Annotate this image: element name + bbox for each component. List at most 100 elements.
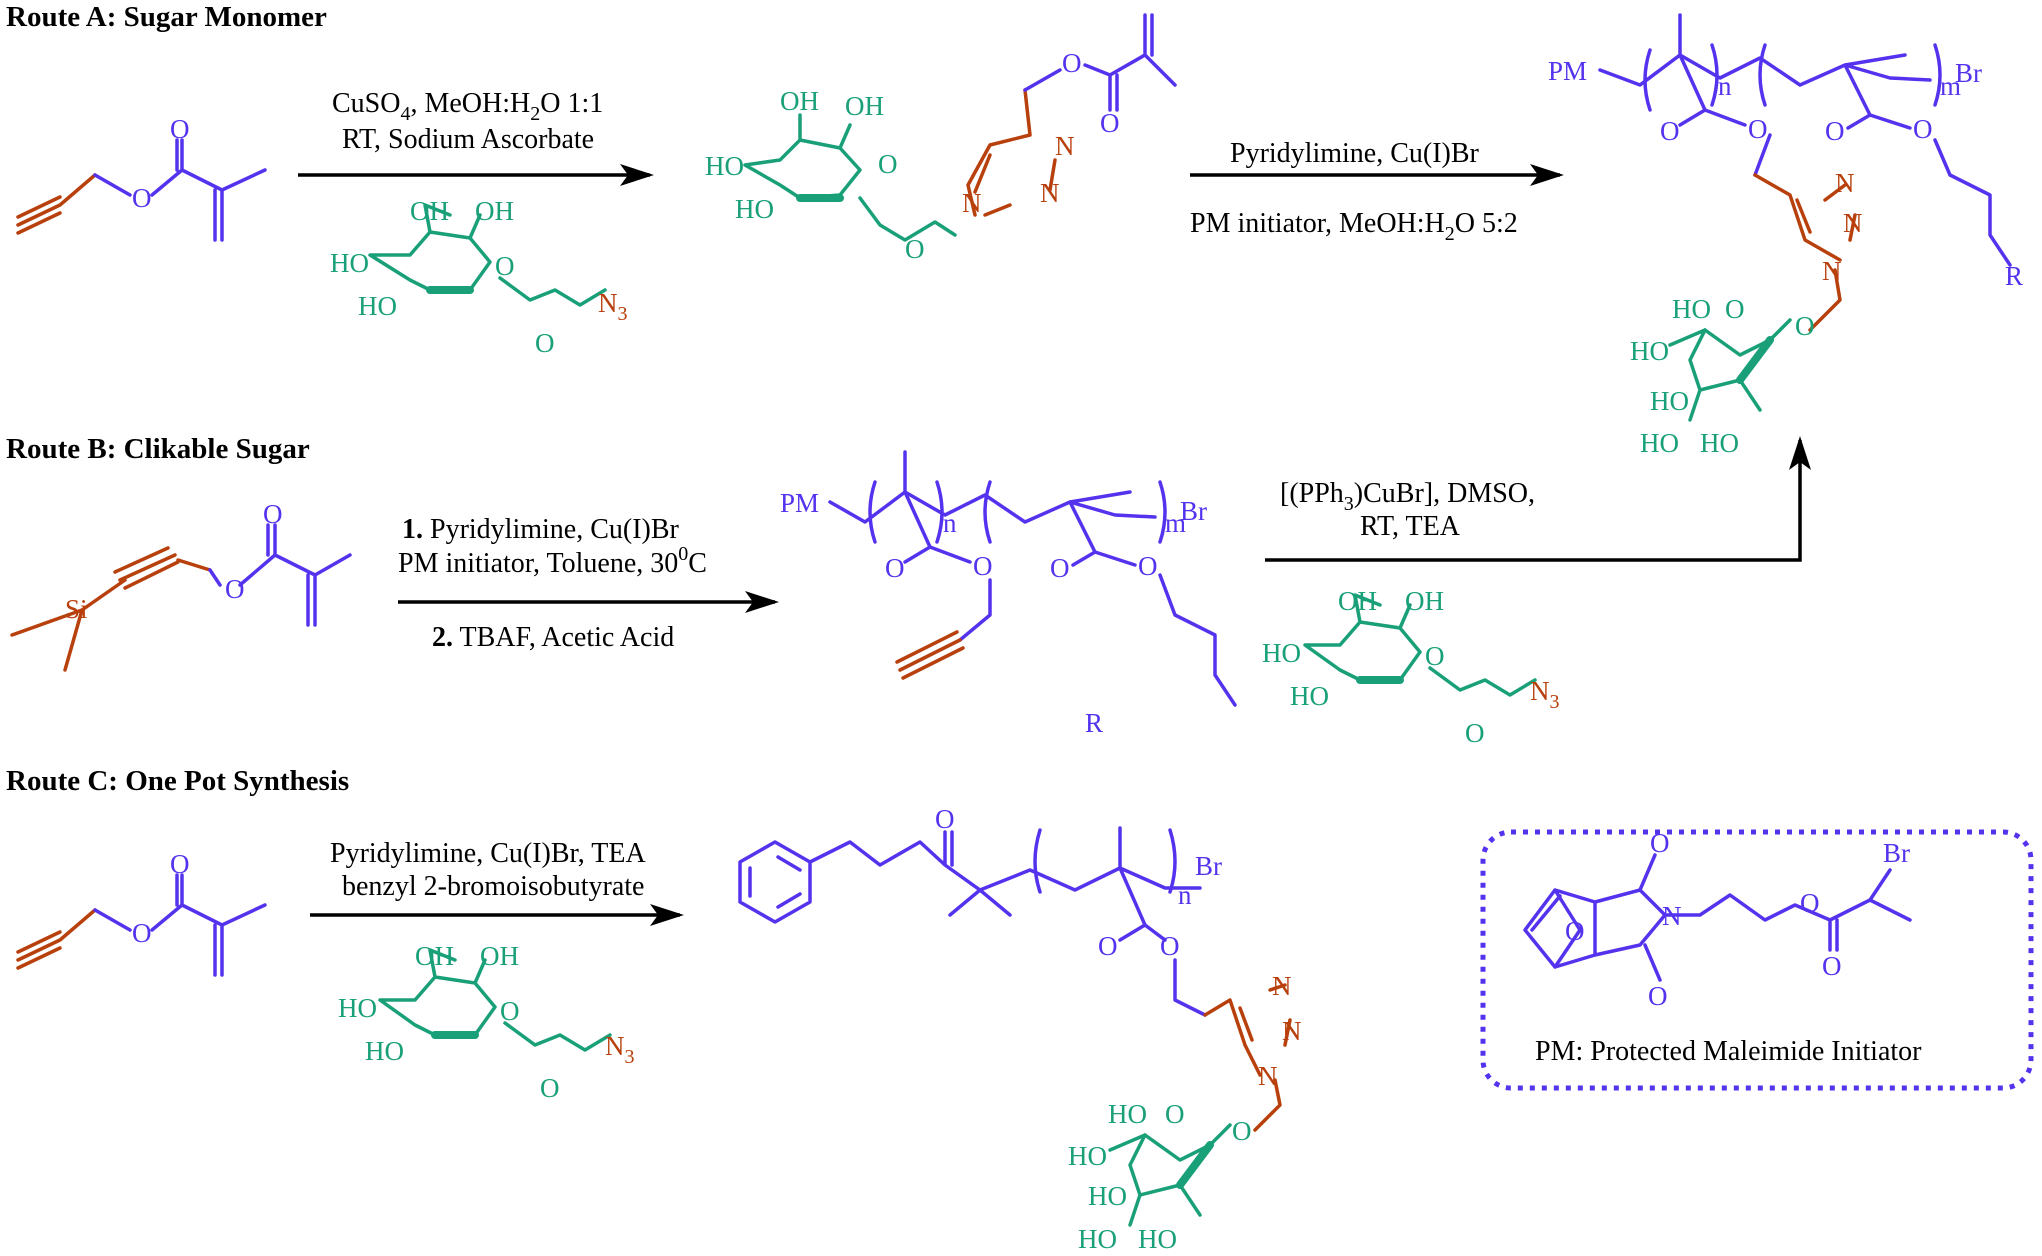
atom-o-imide2: O (1648, 981, 1668, 1011)
atom-o-ring-b: O (1425, 641, 1445, 671)
azido-mannose-b: OH OH HO HO O O N3 (1262, 586, 1560, 748)
route-b-step1-line2: PM initiator, Toluene, 300C (398, 543, 707, 579)
atom-ho-a-p4: HO (1640, 428, 1679, 458)
route-b: Route B: Clikable Sugar Si O O 1. Pyridy… (6, 433, 1811, 748)
atom-o-ring-c: O (500, 996, 520, 1026)
atom-ho-c-p3: HO (1088, 1181, 1127, 1211)
atom-o-carbonyl-m: O (1100, 108, 1120, 138)
atom-ho-m1: HO (705, 151, 744, 181)
atom-o-carbonyl-c: O (170, 849, 190, 879)
atom-o-ketone-c: O (935, 804, 955, 834)
atom-n-a-t3: N (1822, 256, 1842, 286)
atom-o-a-gly: O (1795, 311, 1815, 341)
atom-ho-c-p1: HO (1108, 1099, 1147, 1129)
atom-ho-c1: HO (338, 993, 377, 1023)
atom-o-a4: O (1913, 114, 1933, 144)
propargyl-methacrylate-a: O O (16, 114, 267, 242)
arrow-route-b-2 (1265, 436, 1811, 562)
atom-n-c-t2: N (1282, 1016, 1302, 1046)
route-a-title: Route A: Sugar Monomer (6, 1, 327, 33)
atom-o-a2: O (1748, 114, 1768, 144)
atom-ho-a-p2: HO (1630, 336, 1669, 366)
atom-oh-b1: OH (1338, 586, 1377, 616)
atom-n3-b: N3 (1530, 676, 1560, 713)
route-a: Route A: Sugar Monomer O O CuSO4, MeOH:H… (6, 1, 2023, 458)
atom-o-carbonyl: O (170, 114, 190, 144)
atom-n-c: n (1178, 880, 1192, 910)
atom-br-b: Br (1180, 496, 1207, 526)
atom-o-gly-c: O (540, 1073, 560, 1103)
atom-o-a1: O (1660, 116, 1680, 146)
atom-oh-m2: OH (845, 91, 884, 121)
atom-ho-a2: HO (358, 291, 397, 321)
atom-n3-c: N3 (605, 1031, 635, 1068)
atom-o-gly-b: O (1465, 718, 1485, 748)
atom-o-b4: O (1138, 551, 1158, 581)
atom-o-glycoside-a: O (535, 328, 555, 358)
glycopolymer-a: PM n m Br O O O O R N N N HO O O HO HO H… (1548, 13, 2023, 458)
atom-ho-a-p1: HO (1672, 294, 1711, 324)
atom-n-c-t1: N (1272, 971, 1292, 1001)
atom-o-ester-m: O (1062, 48, 1082, 78)
tms-propargyl-methacrylate: Si O O (10, 499, 352, 672)
alkyne-polymer-b: PM n m Br O O O O R (780, 450, 1237, 738)
atom-o-b1: O (885, 553, 905, 583)
atom-n-triazole-2: N (1055, 131, 1075, 161)
atom-o-ring-a: O (495, 251, 515, 281)
atom-ho-m2: HO (735, 194, 774, 224)
atom-o-pm-ester: O (1800, 888, 1820, 918)
atom-br-a: Br (1955, 58, 1982, 88)
atom-si: Si (65, 594, 88, 624)
atom-o-gly-m: O (905, 234, 925, 264)
atom-m-a: m (1940, 71, 1961, 101)
route-b-title: Route B: Clikable Sugar (6, 433, 310, 465)
atom-o-imide1: O (1650, 828, 1670, 858)
atom-pm-b: PM (780, 488, 819, 518)
atom-o-a3: O (1825, 116, 1845, 146)
atom-br-pm: Br (1883, 838, 1910, 868)
atom-oh-a1: OH (410, 196, 449, 226)
atom-o-b2: O (973, 551, 993, 581)
atom-oh-m1: OH (780, 86, 819, 116)
route-c-cond-2: benzyl 2-bromoisobutyrate (342, 871, 644, 902)
route-c-title: Route C: One Pot Synthesis (6, 765, 349, 797)
atom-n-b: n (943, 508, 957, 538)
route-a-cond-1: CuSO4, MeOH:H2O 1:1 (332, 88, 603, 125)
route-b-step1: 1. Pyridylimine, Cu(I)Br (402, 514, 680, 545)
atom-ho-c2: HO (365, 1036, 404, 1066)
pm-initiator-box: O O O N O O Br PM: Protected Maleimide I… (1480, 828, 2034, 1091)
atom-n-a-t2: N (1843, 208, 1863, 238)
atom-oh-c1: OH (415, 941, 454, 971)
atom-o-c2: O (1160, 931, 1180, 961)
atom-n3-a: N3 (598, 288, 628, 325)
atom-o-ester-b: O (225, 574, 245, 604)
atom-o-ester: O (132, 183, 152, 213)
atom-o-ring-m: O (878, 149, 898, 179)
propargyl-methacrylate-c: O O (16, 849, 267, 977)
azido-mannose-a: OH OH HO HO O O N3 (330, 196, 628, 358)
atom-br-c: Br (1195, 851, 1222, 881)
atom-o-carbonyl-b: O (263, 499, 283, 529)
route-c: Route C: One Pot Synthesis O O Pyridylim… (6, 765, 2034, 1254)
atom-o-b3: O (1050, 553, 1070, 583)
atom-n-triazole-3: N (1040, 178, 1060, 208)
route-b-cond2-2: RT, TEA (1360, 511, 1461, 542)
atom-n-triazole-1: N (962, 188, 982, 218)
atom-ho-c-p4: HO (1078, 1224, 1117, 1254)
glycopolymer-c: O n Br O O N N N HO O O HO HO HO HO (738, 804, 1302, 1254)
route-b-cond2-1: [(PPh3)CuBr], DMSO, (1280, 478, 1535, 515)
atom-o-a-ring: O (1725, 294, 1745, 324)
atom-o-c-gly: O (1232, 1116, 1252, 1146)
atom-ho-b1: HO (1262, 638, 1301, 668)
atom-r-b: R (1085, 708, 1103, 738)
atom-r-a: R (2005, 261, 2023, 291)
azido-mannose-c: OH OH HO HO O O N3 (338, 941, 635, 1103)
atom-oh-a2: OH (475, 196, 514, 226)
atom-n-a: n (1718, 71, 1732, 101)
pm-caption: PM: Protected Maleimide Initiator (1535, 1036, 1922, 1067)
route-a-cond2-1: Pyridylimine, Cu(I)Br (1230, 138, 1480, 169)
route-b-step2: 2. TBAF, Acetic Acid (432, 622, 674, 653)
atom-ho-c-p5: HO (1138, 1224, 1177, 1254)
atom-o-ester-c: O (132, 918, 152, 948)
